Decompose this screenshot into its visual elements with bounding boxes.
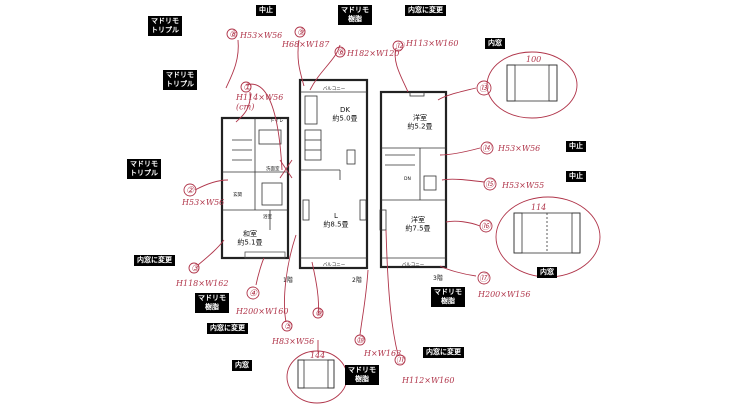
size-5: H83×W56: [271, 337, 314, 346]
num-8: ⑧: [229, 30, 238, 40]
tag-chushi-right-1: 中止: [566, 141, 586, 152]
num-3: ③: [191, 264, 200, 274]
dim-100: 100: [526, 55, 541, 64]
balcony-3f: バルコニー: [402, 262, 425, 268]
size-4: H200×W160: [235, 307, 288, 316]
balcony-2f-bottom: バルコニー: [323, 262, 346, 268]
num-6: ⑥: [337, 48, 346, 58]
tag-madorimo-jushi-top: マドリモ樹脂: [338, 5, 372, 25]
tag-chushi-top: 中止: [256, 5, 276, 16]
size-17: H200×W156: [477, 290, 530, 299]
num-10: ⑩: [356, 336, 365, 346]
tag-chushi-right-2: 中止: [566, 171, 586, 182]
tag-uchimado-right-bottom: 内窓: [537, 267, 557, 278]
tag-madorimo-triple-top: マドリモトリプル: [148, 16, 182, 36]
tag-uchimado-bottom: 内窓: [232, 360, 252, 371]
bubble-13: 100: [486, 51, 578, 119]
num-9: ⑨: [297, 28, 306, 38]
floor-plan-3f: 洋室約5.2畳 洋室約7.5畳 DN バルコニー 3階: [379, 90, 448, 282]
annotation-numbers: ⑧ H53×W56 ⑨ H68×W187 ⑥ H182×W120 ⑫ H113×…: [175, 26, 544, 385]
num-13: ⑬: [479, 83, 490, 94]
tag-uchimado-henko-bottom-left: 内窓に変更: [207, 323, 248, 334]
bubble-9: 144: [286, 350, 348, 404]
size-11: H112×W160: [401, 376, 454, 385]
tag-madorimo-jushi-right: マドリモ樹脂: [431, 287, 465, 307]
floor-plan-1f: 和室約5.1畳 トイレ 洗面室 浴室 玄関 1階: [220, 116, 293, 284]
balcony-2f-top: バルコニー: [323, 86, 346, 92]
size-14: H53×W56: [497, 144, 540, 153]
num-9b: ⑨: [315, 309, 324, 319]
tag-uchimado-henko-bottom: 内窓に変更: [423, 347, 464, 358]
dim-114: 114: [531, 203, 546, 212]
size-9: H68×W187: [281, 40, 330, 49]
size-12: H113×W160: [405, 39, 458, 48]
size-10: H×W163: [363, 349, 401, 358]
num-14: ⑭: [482, 143, 493, 154]
room-yoshitsu-b: 洋室約7.5畳: [405, 215, 430, 232]
room-yokushitsu: 浴室: [263, 213, 272, 220]
room-genkan: 玄関: [233, 191, 242, 198]
num-4: ④: [249, 289, 258, 299]
dim-144: 144: [310, 351, 325, 360]
size-1: H114×W56(cm): [235, 93, 283, 112]
tag-madorimo-triple-mid: マドリモトリプル: [127, 159, 161, 179]
size-2: H53×W56: [181, 198, 224, 207]
tag-uchimado-henko-top: 内窓に変更: [405, 5, 446, 16]
tag-uchimado-right-top: 内窓: [485, 38, 505, 49]
num-12: ⑫: [395, 41, 406, 52]
room-washitsu: 和室約5.1畳: [237, 229, 262, 246]
size-8: H53×W56: [239, 31, 282, 40]
floor-label-1f: 1階: [283, 276, 293, 284]
size-15: H53×W55: [501, 181, 544, 190]
size-6: H182×W120: [346, 49, 399, 58]
wall-2f: [298, 78, 369, 270]
num-5: ⑤: [284, 322, 293, 332]
floor-label-2f: 2階: [352, 276, 362, 284]
tag-madorimo-jushi-left: マドリモ樹脂: [195, 293, 229, 313]
num-15: ⑮: [485, 179, 496, 190]
tag-madorimo-jushi-bottom: マドリモ樹脂: [345, 365, 379, 385]
num-16: ⑯: [481, 221, 492, 232]
floor-label-3f: 3階: [433, 274, 443, 282]
room-toilet-1f: トイレ: [270, 119, 284, 124]
num-1: ①: [243, 83, 252, 93]
tag-uchimado-henko-left: 内窓に変更: [134, 255, 175, 266]
num-17: ⑰: [479, 273, 490, 284]
num-2: ②: [186, 186, 195, 196]
room-senmen: 洗面室: [266, 165, 280, 172]
tag-madorimo-triple-left: マドリモトリプル: [163, 70, 197, 90]
label-dn-3f: DN: [404, 176, 411, 182]
size-h118: H118×W162: [175, 279, 228, 288]
num-11: ⑪: [396, 355, 407, 366]
bubble-16: 114: [495, 196, 601, 278]
room-yoshitsu-a: 洋室約5.2畳: [407, 113, 432, 130]
